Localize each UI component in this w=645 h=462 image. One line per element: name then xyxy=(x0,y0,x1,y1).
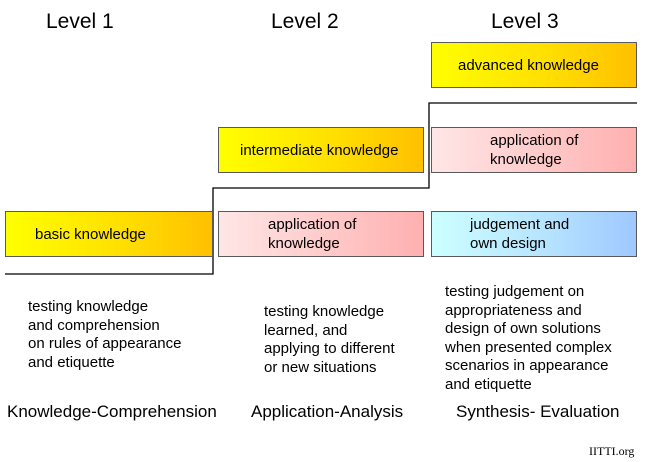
level-3-application-label: application of knowledge xyxy=(490,132,579,168)
level-3-description: testing judgement on appropriateness and… xyxy=(445,283,612,393)
intermediate-knowledge-label: intermediate knowledge xyxy=(240,141,399,159)
level-2-footer: Application-Analysis xyxy=(251,402,404,421)
level-2-title: Level 2 xyxy=(271,10,339,33)
level-1-title: Level 1 xyxy=(46,10,114,33)
level-3-application-box: application of knowledge xyxy=(431,127,637,173)
advanced-knowledge-box: advanced knowledge xyxy=(431,42,637,88)
level-1-description: testing knowledge and comprehension on r… xyxy=(28,298,182,371)
basic-knowledge-label: basic knowledge xyxy=(35,225,146,243)
judgement-box: judgement and own design xyxy=(431,211,637,257)
credit-label: IITTI.org xyxy=(589,444,635,458)
level-2-description: testing knowledge learned, and applying … xyxy=(264,303,395,376)
advanced-knowledge-label: advanced knowledge xyxy=(458,56,599,74)
basic-knowledge-box: basic knowledge xyxy=(5,211,213,257)
level-3-title: Level 3 xyxy=(491,10,559,33)
intermediate-knowledge-box: intermediate knowledge xyxy=(218,127,424,173)
judgement-label: judgement and own design xyxy=(470,216,570,252)
level-1-footer: Knowledge-Comprehension xyxy=(7,402,217,421)
staircase-line xyxy=(5,102,637,275)
level-3-footer: Synthesis- Evaluation xyxy=(456,402,620,421)
level-2-application-box: application of knowledge xyxy=(218,211,424,257)
level-2-application-label: application of knowledge xyxy=(268,216,357,252)
